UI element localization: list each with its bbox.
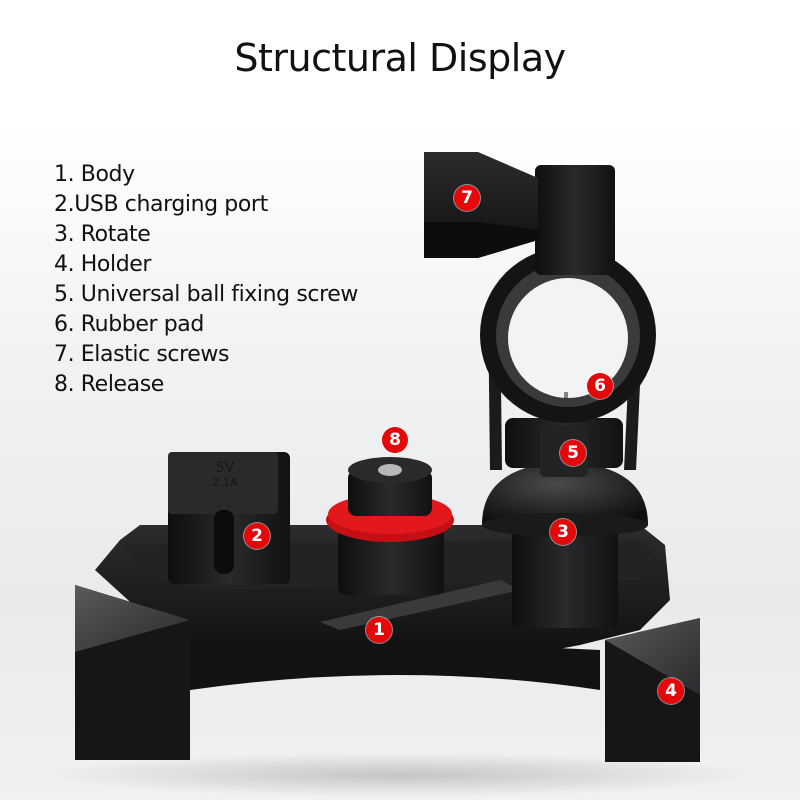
legend-item-rubber-pad: 6. Rubber pad [54,312,204,337]
parts-legend: 1. Body 2.USB charging port 3. Rotate 4.… [54,160,358,400]
legend-item-release: 8. Release [54,372,164,397]
badge-1: 1 [366,617,392,643]
usb-current-label: 2.1A [212,476,237,489]
badge-4: 4 [658,678,684,704]
legend-item-body: 1. Body [54,162,135,187]
rotate-ball-joint [482,462,648,628]
legend-item-elastic-screws: 7. Elastic screws [54,342,230,367]
ring-clamp [480,247,656,423]
elastic-screw-assembly [424,152,615,275]
page-title: Structural Display [234,36,566,80]
badge-6: 6 [587,373,613,399]
usb-charging-module: 5V 2.1A [168,452,290,584]
legend-item-usb-port: 2.USB charging port [54,192,268,217]
release-knob [326,457,454,595]
usb-voltage-label: 5V [216,460,235,476]
badge-2: 2 [244,523,270,549]
badge-3: 3 [550,519,576,545]
left-holder [75,585,190,760]
legend-item-holder: 4. Holder [54,252,152,277]
right-holder [605,618,700,762]
legend-item-ball-screw: 5. Universal ball fixing screw [54,282,358,307]
legend-item-rotate: 3. Rotate [54,222,151,247]
badge-7: 7 [454,185,480,211]
badge-8: 8 [382,427,408,453]
badge-5: 5 [560,440,586,466]
